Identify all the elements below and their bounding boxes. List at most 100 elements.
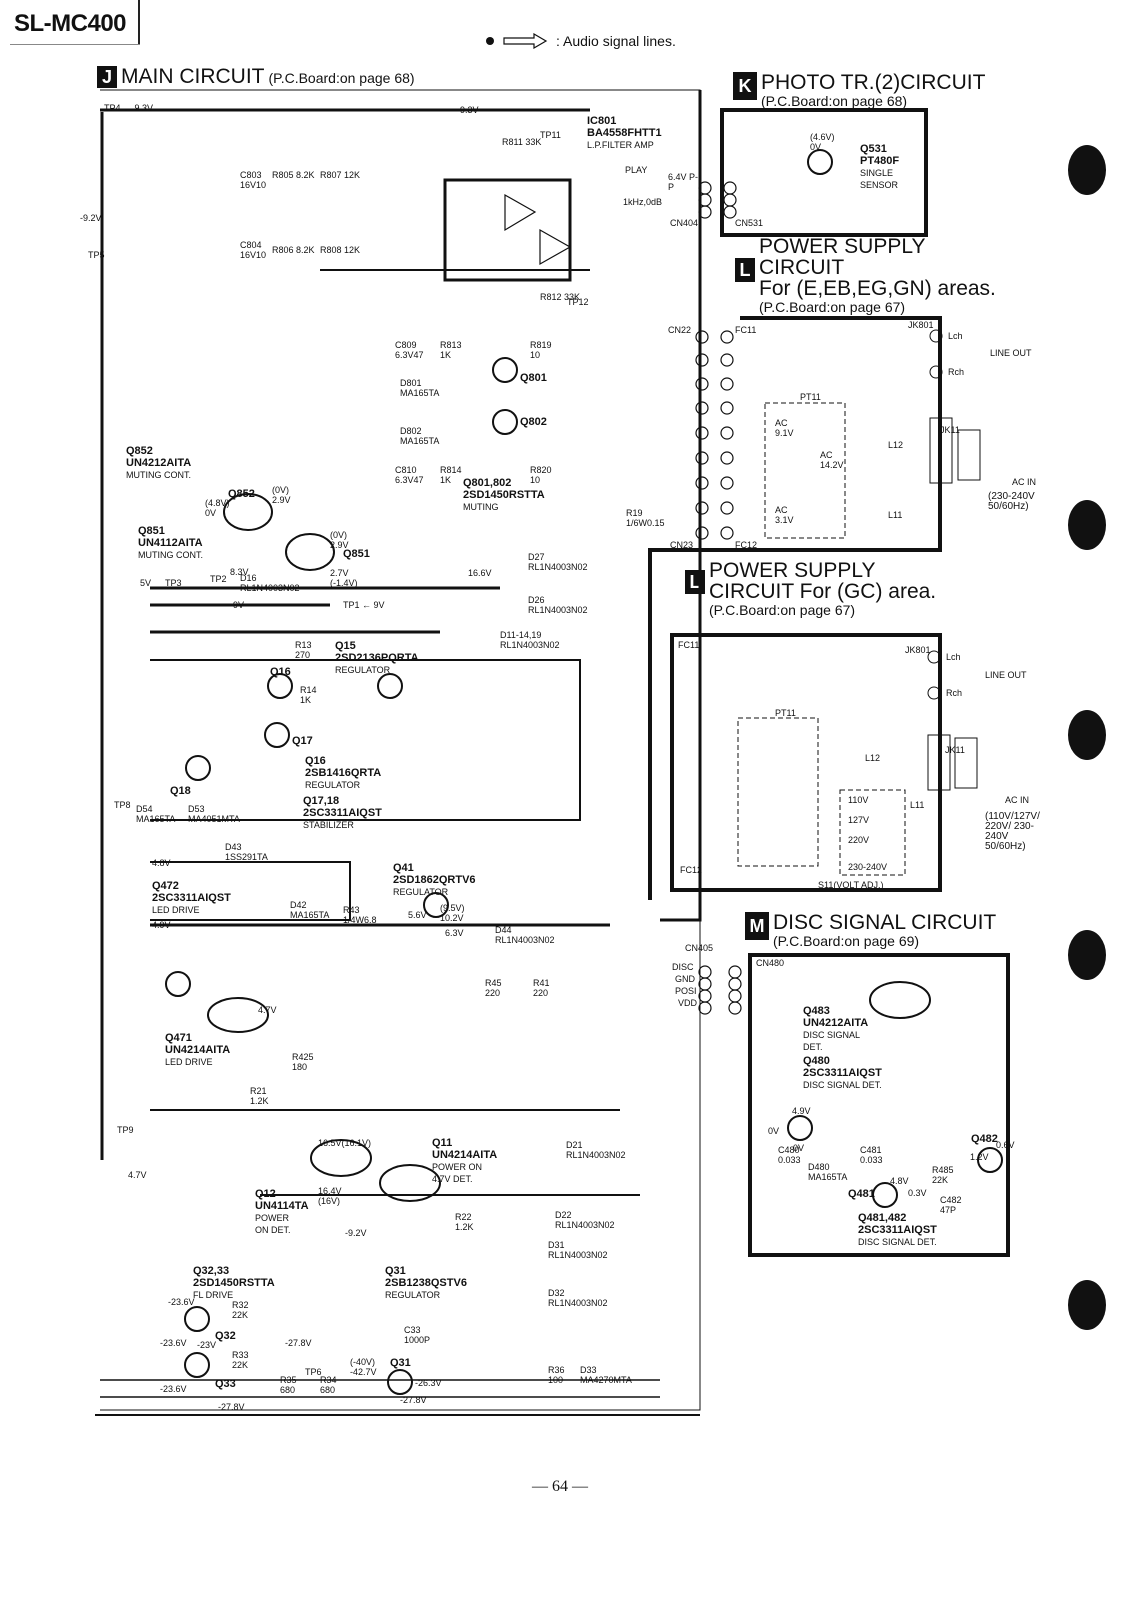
tap-220: 220V (848, 835, 870, 845)
d44-label: D44 RL1N4003N02 (495, 925, 555, 945)
desc: ON DET. (255, 1225, 291, 1235)
v-236-label: -23.6V (168, 1297, 195, 1307)
q481-v1: 4.8V (890, 1176, 909, 1186)
v47-tp9-label: 4.7V (128, 1170, 147, 1180)
rch-label: Rch (948, 367, 965, 377)
section-title-line1: POWER SUPPLY (709, 559, 876, 582)
pin-disc: DISC (672, 962, 694, 972)
fc11-label-2: FC11 (678, 640, 700, 650)
section-badge: K (733, 72, 757, 100)
ref: Q31 (385, 1265, 406, 1277)
r805-label: R805 8.2K (272, 170, 315, 180)
q852-label: Q852 UN4212AITA MUTING CONT. (126, 445, 191, 481)
cn404-label: CN404 (670, 218, 699, 228)
ref: Q801,802 (463, 477, 512, 489)
d801-label: D801 MA165TA (400, 378, 440, 398)
v-236-label: -23.6V (160, 1338, 187, 1348)
desc: SINGLE (860, 168, 894, 178)
q33-ref: Q33 (215, 1378, 236, 1390)
q12-label: Q12 UN4114TA POWER ON DET. (255, 1188, 309, 1236)
q32-33-label: Q32,33 2SD1450RSTTA FL DRIVE (193, 1265, 275, 1301)
tp12-label: TP12 (567, 297, 589, 307)
section-subtitle: (P.C.Board:on page 68) (761, 93, 908, 109)
q480-v2: 0V (768, 1126, 780, 1136)
part: 2SC3311AIQST (803, 1067, 882, 1079)
section-badge: L (735, 258, 755, 282)
part: UN4214AITA (165, 1044, 231, 1056)
voltage-label: -9.2V (80, 213, 102, 223)
cn22-label: CN22 (668, 325, 692, 335)
r811-label: R811 33K (502, 137, 542, 147)
tp4-label: TP4 ← 9.3V (104, 103, 154, 113)
cn480-label: CN480 (756, 958, 785, 968)
tp3-label: TP3 (165, 578, 182, 588)
jk11-label: JK11 (940, 425, 960, 435)
desc: MUTING CONT. (138, 550, 203, 560)
c809-label: C809 6.3V47 (395, 340, 424, 360)
line-out-label: LINE OUT (990, 348, 1032, 358)
ac-volts-label-2: (110V/127V/ 220V/ 230-240V 50/60Hz) (985, 811, 1040, 852)
binder-hole-icon (1068, 500, 1106, 550)
q482-ref: Q482 (971, 1133, 998, 1145)
tap-230-240: 230-240V (848, 862, 888, 872)
c480-label: C480 0.033 (778, 1145, 801, 1165)
r812-label: R812 33K (540, 292, 581, 302)
hollow-arrow-icon (503, 33, 548, 49)
main-circuit-title: J MAIN CIRCUIT (P.C.Board:on page 68) (97, 66, 415, 88)
part: 2SC3311AIQST (858, 1224, 937, 1236)
q851-vout: (0V) 2.9V (330, 530, 349, 550)
section-subtitle: (P.C.Board:on page 67) (709, 602, 856, 618)
pin-posi: POSI (675, 986, 697, 996)
desc: POWER ON (432, 1162, 483, 1172)
ac-volts-label: (230-240V 50/60Hz) (988, 491, 1035, 512)
q18-ref: Q18 (170, 785, 191, 797)
tp8-label: TP8 (114, 800, 131, 810)
q480-label: Q480 2SC3311AIQST DISC SIGNAL DET. (803, 1055, 882, 1091)
fc11-label: FC11 (735, 325, 757, 335)
section-title-line2: CIRCUIT (759, 256, 845, 279)
desc: DISC SIGNAL (803, 1030, 861, 1040)
section-title: PHOTO TR.(2)CIRCUIT (761, 71, 986, 94)
desc: 4.7V DET. (432, 1174, 473, 1184)
q802-ref: Q802 (520, 416, 547, 428)
tap-127: 127V (848, 815, 870, 825)
part: UN4114TA (255, 1200, 309, 1212)
r820-label: R820 10 (530, 465, 552, 485)
q851-ve: 2.7V (-1.4V) (330, 568, 358, 588)
bullet-icon (486, 37, 494, 45)
d26-label: D26 RL1N4003N02 (528, 595, 588, 615)
q17-18-label: Q17,18 2SC3311AIQST STABILIZER (303, 795, 382, 831)
q32-ref: Q32 (215, 1330, 236, 1342)
binder-hole-icon (1068, 930, 1106, 980)
pin-gnd: GND (675, 974, 695, 984)
section-subtitle: (P.C.Board:on page 68) (268, 70, 415, 86)
ref: Q471 (165, 1032, 192, 1044)
tp5-label: TP5 (88, 250, 105, 260)
s11-label: S11(VOLT ADJ.) (818, 880, 884, 890)
tp1-label: TP1 ← 9V (343, 600, 385, 610)
r35-label: R35 680 (280, 1375, 297, 1395)
desc: REGULATOR (305, 780, 361, 790)
q41-ve: 6.3V (445, 928, 464, 938)
q483-label: Q483 UN4212AITA DISC SIGNAL DET. (803, 1005, 868, 1053)
ac-in-label: AC IN (1012, 477, 1037, 487)
desc: REGULATOR (385, 1290, 441, 1300)
part: UN4212AITA (126, 457, 192, 469)
q481-ref: Q481 (848, 1188, 875, 1200)
desc: REGULATOR (335, 665, 391, 675)
l12-label: L12 (888, 440, 904, 450)
part: BA4558FHTT1 (587, 127, 662, 139)
v48-label: 4.8V (152, 858, 171, 868)
v83-label: 8.3V (230, 567, 249, 577)
q17-ref: Q17 (292, 735, 313, 747)
section-title: DISC SIGNAL CIRCUIT (773, 911, 997, 934)
ac142-label: AC 14.2V (820, 450, 844, 470)
q16-ref: Q16 (270, 666, 291, 678)
q481-v2: 0.3V (908, 1188, 927, 1198)
c804-label: C804 16V10 (240, 240, 267, 260)
r813-label: R813 1K (440, 340, 462, 360)
pin-vdd: VDD (678, 998, 698, 1008)
q471-label: Q471 UN4214AITA LED DRIVE (165, 1032, 230, 1068)
tp9-label: TP9 (117, 1125, 134, 1135)
lch-label-2: Lch (946, 652, 961, 662)
